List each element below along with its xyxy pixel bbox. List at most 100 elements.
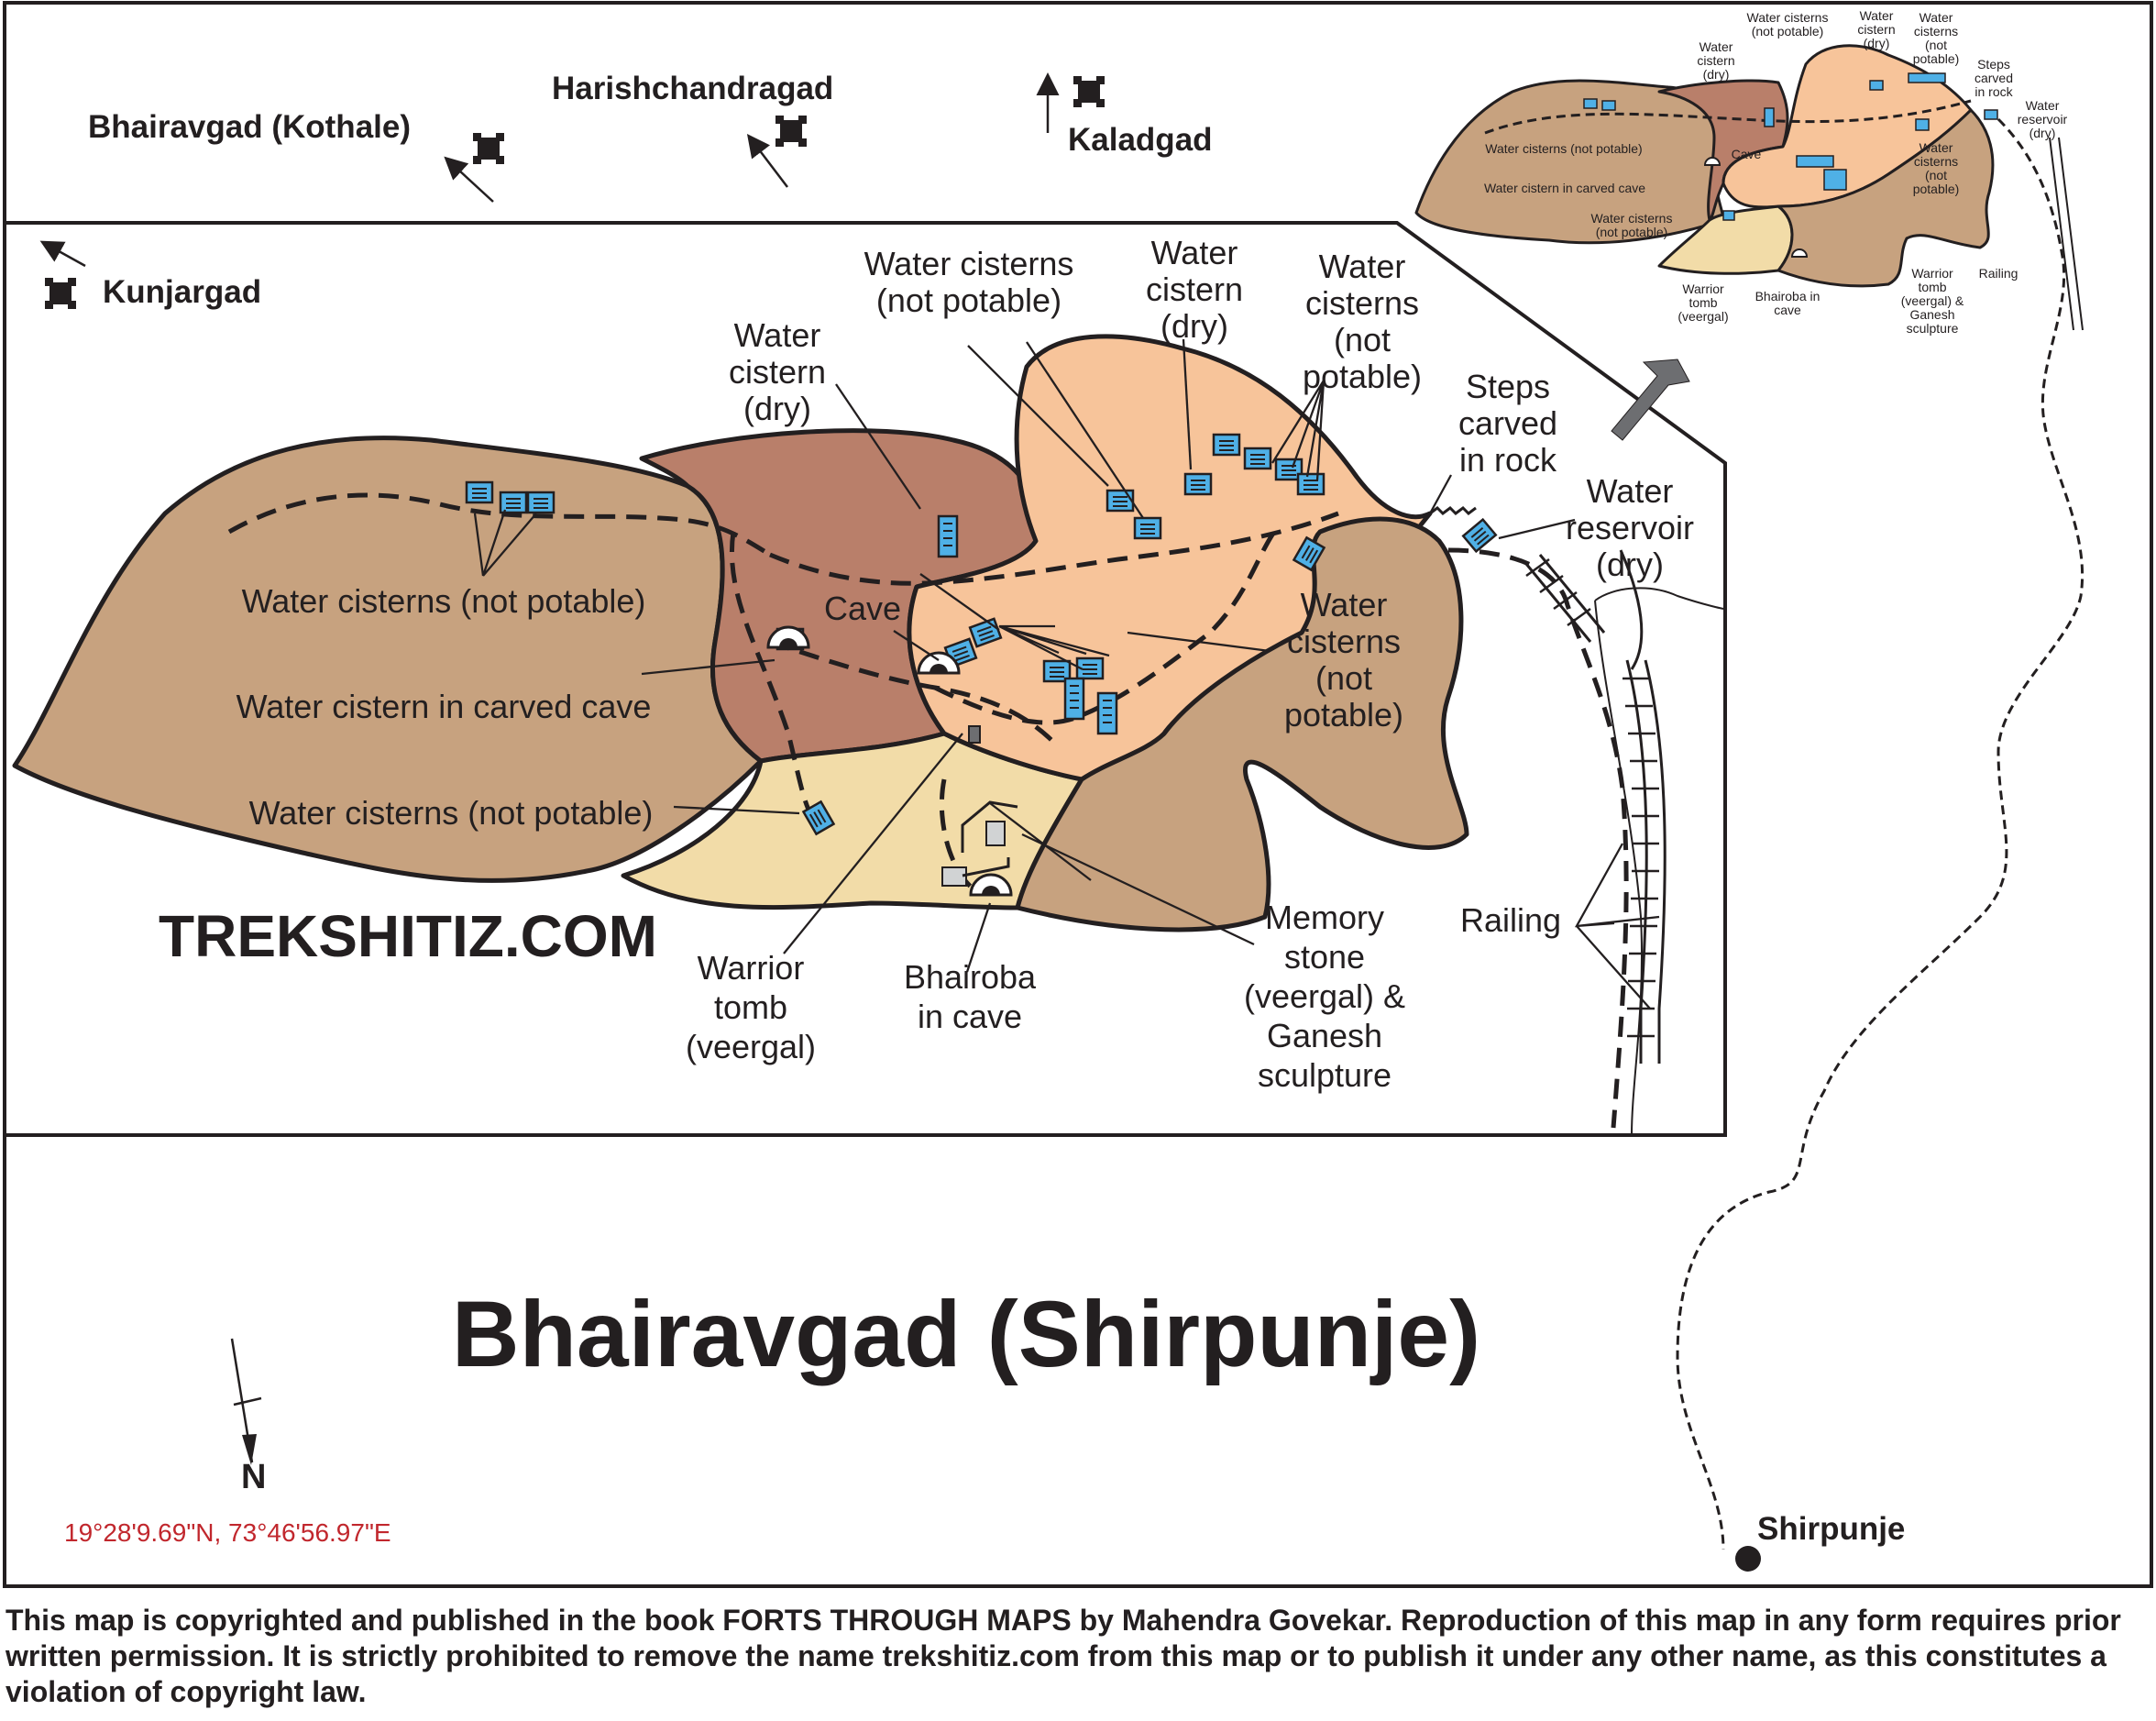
label-line: cistern [1857, 22, 1895, 37]
cistern-icon [1183, 472, 1213, 496]
inset-region-east [1776, 108, 1995, 288]
fort-icon [45, 278, 76, 309]
cistern-icon [1243, 447, 1272, 470]
inset-label-cisterns-np-lower: Water cisterns(not potable) [1591, 211, 1673, 239]
cistern-icon [1096, 691, 1118, 735]
label-carved-cave: Water cistern in carved cave [236, 688, 652, 725]
cistern-icon [1296, 472, 1326, 496]
label-line: (dry) [743, 390, 811, 427]
label-line: Warrior [1682, 281, 1724, 296]
label-line: in cave [918, 998, 1022, 1035]
label-line: (dry) [1596, 546, 1664, 583]
fort-icon [473, 133, 504, 164]
label-line: tomb [1918, 280, 1946, 294]
label-line: carved [1458, 404, 1557, 442]
fort-icon [776, 116, 807, 147]
label-line: Water [1301, 586, 1388, 623]
label-line: cistern [1146, 270, 1243, 308]
label-railing: Railing [1460, 901, 1561, 939]
inset-cave-icon [1790, 248, 1809, 258]
map-title: Bhairavgad (Shirpunje) [452, 1282, 1480, 1386]
label-line: tomb [714, 988, 787, 1026]
label-line: Bhairoba [904, 958, 1037, 996]
label-line: Water cisterns [1591, 211, 1673, 226]
inset-region-west [1414, 79, 1725, 245]
label-line: sculpture [1907, 321, 1959, 336]
label-line: Water [1920, 10, 1953, 25]
label-line: Warrior [1911, 266, 1953, 281]
label-line: (veergal) [1678, 309, 1728, 324]
label-line: Memory [1265, 899, 1384, 936]
inset-label-cisterns-np-left: Water cisterns (not potable) [1485, 141, 1642, 156]
label-line: Water cisterns [864, 245, 1074, 282]
north-label: N [241, 1458, 266, 1496]
label-line: in rock [1459, 441, 1557, 479]
label-line: (dry) [1864, 36, 1890, 50]
label-cisterns-top-left: Water cisterns(not potable) [864, 245, 1074, 319]
neighbor-harishchandragad-label: Harishchandragad [552, 71, 833, 106]
label-line: (dry) [1160, 307, 1228, 345]
cistern-icon [526, 491, 556, 514]
label-line: potable) [1303, 358, 1422, 395]
label-line: Steps [1977, 57, 2010, 72]
north-arrow [230, 1338, 262, 1465]
cistern-icon [1106, 489, 1135, 513]
label-cisterns-np-left: Water cisterns (not potable) [242, 582, 646, 620]
label-line: potable) [1913, 51, 1960, 66]
inset-label-railing: Railing [1979, 266, 2018, 281]
neighbor-forts: Bhairavgad (Kothale) Harishchandragad Ka… [39, 71, 1213, 310]
label-line: (not [1925, 38, 1947, 52]
label-line: tomb [1688, 295, 1717, 310]
cistern-icon [1063, 677, 1085, 721]
label-line: (veergal) & [1901, 293, 1964, 308]
label-line: (dry) [2030, 126, 2056, 140]
label-line: (veergal) [686, 1028, 816, 1065]
label-line: sculpture [1258, 1056, 1392, 1094]
label-line: Water [1587, 472, 1674, 510]
road-south [1594, 600, 1644, 1136]
label-line: Bhairoba in [1755, 289, 1820, 303]
label-line: potable) [1284, 696, 1403, 734]
inset-railing [2049, 137, 2084, 331]
label-line: cisterns [1914, 24, 1958, 39]
label-line: cisterns [1914, 154, 1958, 169]
label-cave: Cave [824, 590, 901, 627]
label-line: (not potable) [1752, 24, 1824, 39]
label-line: (not potable) [876, 281, 1062, 319]
label-cisterns-np-lower: Water cisterns (not potable) [249, 794, 654, 832]
tomb-icon [941, 725, 1006, 887]
fort-icon [1073, 76, 1105, 107]
label-line: carved [1974, 71, 2013, 85]
inset-cave-icon [1703, 157, 1722, 166]
cistern-icon [499, 491, 528, 514]
label-line: stone [1284, 938, 1365, 976]
label-line: Water [1860, 8, 1894, 23]
label-line: (dry) [1703, 67, 1730, 82]
label-line: Warrior [698, 949, 805, 987]
railing-ties [1525, 557, 1659, 1038]
cistern-icon [1133, 516, 1162, 540]
shrine-outline [961, 800, 1018, 877]
label-line: reservoir [2018, 112, 2068, 127]
railing [1524, 549, 1666, 1064]
label-line: potable) [1913, 182, 1960, 196]
inset-label-carved-cave: Water cistern in carved cave [1484, 181, 1645, 195]
zoom-arrow [1611, 359, 1690, 441]
region-east [1015, 516, 1469, 932]
road-to-reservoir [1594, 587, 1724, 610]
label-line: (not [1315, 659, 1372, 697]
